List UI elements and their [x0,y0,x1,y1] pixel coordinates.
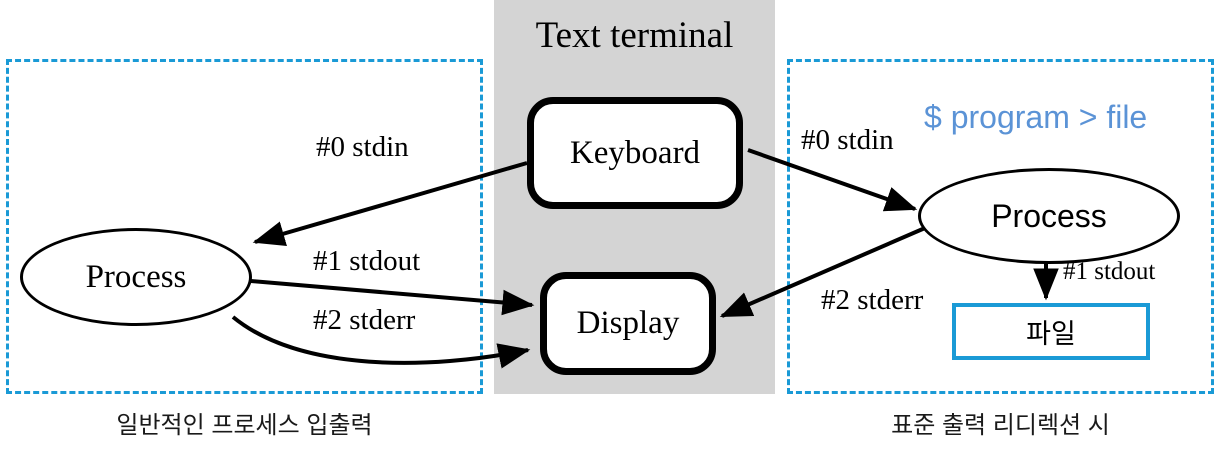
node-process-right-label: Process [991,197,1107,234]
edge-label-right-stdin: #0 stdin [801,124,894,156]
text-terminal-title: Text terminal [535,15,734,56]
node-display[interactable]: Display [540,272,716,375]
edge-label-right-stderr: #2 stderr [821,284,924,316]
node-file-label: 파일 [1026,319,1076,349]
node-process-right[interactable]: Process [918,168,1180,264]
edge-label-left-stdin: #0 stdin [316,131,409,163]
node-keyboard-label: Keyboard [569,134,701,171]
edge-label-right-stdout: #1 stdout [1063,258,1156,285]
right-panel-caption: 표준 출력 리디렉션 시 [891,412,1110,439]
node-process-left[interactable]: Process [20,228,252,326]
edge-label-left-stderr: #2 stderr [313,304,416,336]
node-keyboard[interactable]: Keyboard [527,97,743,209]
edge-label-left-stdout: #1 stdout [313,245,421,277]
left-panel-caption: 일반적인 프로세스 입출력 [116,412,373,439]
shell-command-text: $ program > file [924,99,1148,135]
node-display-label: Display [576,305,680,341]
node-process-left-label: Process [85,258,187,295]
node-file[interactable]: 파일 [952,303,1150,360]
left-panel-boundary [6,59,483,394]
